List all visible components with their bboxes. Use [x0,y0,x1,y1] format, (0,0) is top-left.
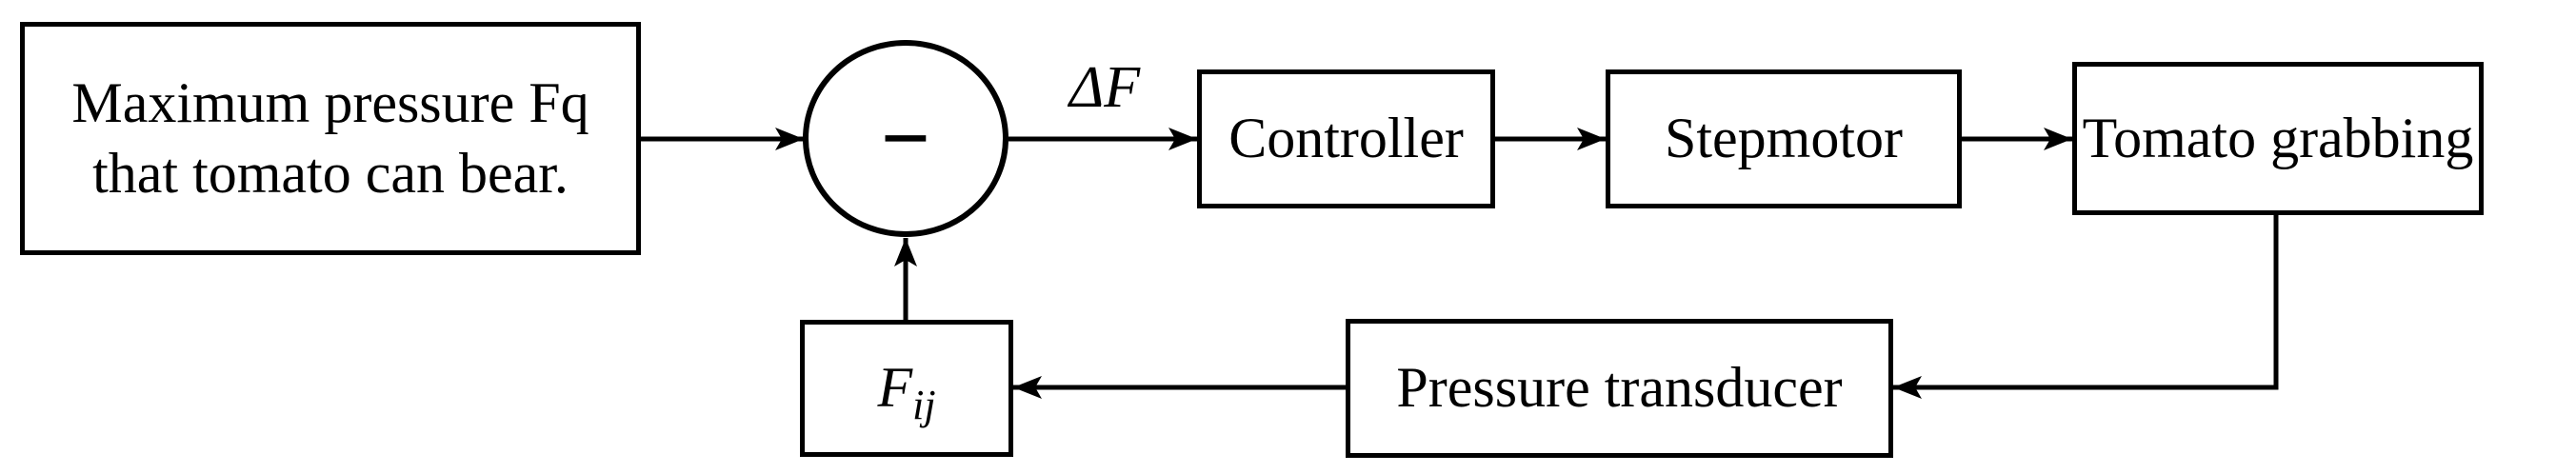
reference-line-1: Maximum pressure Fq [71,71,589,135]
fij-base-symbol: F [877,356,913,420]
node-controller: Controller [1197,69,1495,208]
fij-label: Fij [877,353,935,426]
reference-line-2: that tomato can bear. [92,141,569,205]
node-pressure-transducer: Pressure transducer [1346,319,1893,458]
error-signal-label: ΔF [1009,55,1200,120]
fij-subscript: ij [912,382,936,429]
pressure-transducer-label: Pressure transducer [1396,356,1843,420]
node-max-pressure-text: Maximum pressure Fq that tomato can bear… [71,69,589,207]
stepmotor-label: Stepmotor [1665,107,1903,170]
node-tomato-grabbing: Tomato grabbing [2072,62,2484,215]
delta-f-label: ΔF [1068,54,1141,120]
node-stepmotor: Stepmotor [1606,69,1962,208]
controller-label: Controller [1228,107,1464,170]
summing-junction [803,40,1008,237]
arrow-tomato-grabbing-to-pressure-transducer [1893,215,2279,400]
minus-operator: − [880,89,931,187]
node-feedback-fij: Fij [800,320,1013,457]
tomato-grabbing-label: Tomato grabbing [2082,106,2474,169]
node-max-pressure-reference: Maximum pressure Fq that tomato can bear… [20,22,641,255]
summing-junction-minus-sign: − [805,43,1007,233]
